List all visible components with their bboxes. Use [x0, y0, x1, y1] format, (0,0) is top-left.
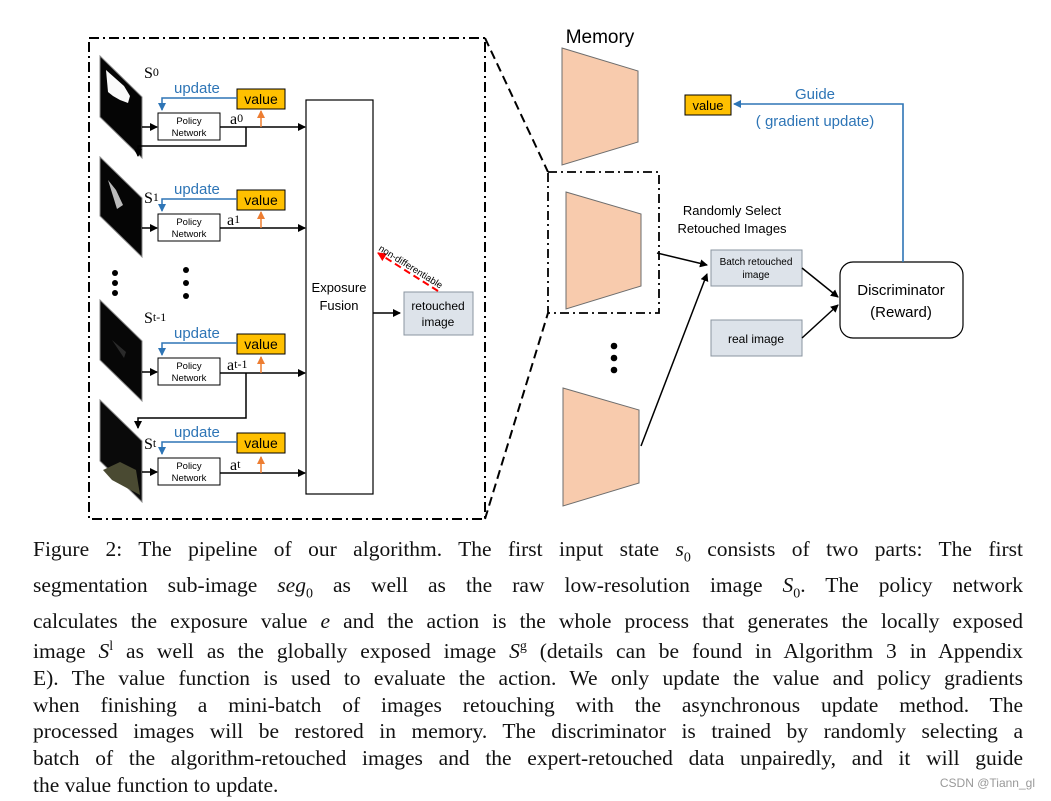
caption-line-4: image Sl as well as the globally exposed… [33, 639, 1023, 664]
discriminator-box [839, 261, 964, 339]
value-label: value [244, 91, 278, 107]
exposure-fusion-label: Exposure [312, 280, 367, 295]
value-label: value [244, 336, 278, 352]
svg-text:Network: Network [172, 128, 207, 139]
caption-line-6: when finishing a mini-batch of images re… [33, 692, 1023, 717]
state-label-0: S0 [144, 65, 159, 82]
watermark: CSDN @Tiann_gl [939, 776, 1035, 790]
non-differentiable-label: non-differentiable [376, 243, 444, 291]
update-label: update [174, 181, 220, 198]
guide-arrow [733, 100, 904, 262]
memory-ellipsis-dots [610, 342, 618, 374]
svg-text:real image: real image [728, 332, 784, 346]
value-box [236, 189, 286, 211]
memory-trapezoid-top [561, 47, 639, 166]
svg-text:Network: Network [172, 373, 207, 384]
caption-line-9: the value function to update. [33, 772, 279, 797]
svg-text:Batch retouched: Batch retouched [720, 257, 793, 268]
state-image-t [99, 398, 143, 504]
caption-line-5: E). The value function is used to evalua… [33, 666, 1023, 691]
update-label: update [174, 424, 220, 441]
svg-text:value: value [692, 98, 723, 113]
svg-text:Policy: Policy [176, 116, 202, 127]
value-box [236, 432, 286, 454]
caption-line-7: processed images will be restored in mem… [33, 719, 1023, 744]
policy-network [157, 213, 221, 242]
memory-title: Memory [566, 27, 635, 48]
svg-text:image: image [742, 270, 770, 281]
state-label-t: St [144, 436, 157, 453]
action-label: a1 [227, 212, 240, 229]
policy-block-1: update value Policy Network a1 [142, 181, 306, 242]
real-image-box [710, 319, 803, 357]
caption-line-8: batch of the algorithm-retouched images … [33, 745, 1023, 770]
agent-frame [88, 37, 486, 520]
svg-text:retouched: retouched [411, 299, 464, 313]
top-value-box [684, 94, 732, 116]
update-label: update [174, 325, 220, 342]
state-image-t-1 [99, 298, 143, 403]
svg-text:Fusion: Fusion [319, 298, 358, 313]
svg-text:Network: Network [172, 229, 207, 240]
policy-block-0: update value Policy Network a0 [134, 80, 306, 157]
non-differentiable-arrow [377, 252, 439, 292]
guide-label: Guide [795, 86, 835, 103]
state-image-0 [99, 54, 143, 160]
state-label-1: S1 [144, 190, 159, 207]
action-label: a0 [230, 111, 243, 128]
svg-text:Policy: Policy [176, 217, 202, 228]
policy-block-t: update value Policy Network at [142, 424, 306, 486]
exposure-fusion-box [305, 99, 374, 495]
value-box [236, 333, 286, 355]
randomly-select-label: Randomly Select [683, 203, 782, 218]
svg-text:Discriminator: Discriminator [857, 282, 945, 299]
memory-trapezoid-bottom [562, 387, 640, 507]
policy-network [157, 457, 221, 486]
svg-text:Network: Network [172, 473, 207, 484]
caption-line-2: segmentation sub-image seg0 as well as t… [33, 572, 1024, 602]
gradient-update-label: ( gradient update) [756, 113, 874, 130]
value-label: value [244, 435, 278, 451]
caption-line-1: Figure 2: The pipeline of our algorithm.… [33, 537, 1023, 566]
svg-text:Policy: Policy [176, 461, 202, 472]
state-label-t-1: St-1 [144, 310, 166, 327]
figure-caption: Figure 2: The pipeline of our algorithm.… [33, 536, 1023, 798]
update-label: update [174, 80, 220, 97]
svg-text:(Reward): (Reward) [870, 304, 932, 321]
svg-text:Policy: Policy [176, 361, 202, 372]
action-label: at [230, 457, 241, 474]
svg-text:image: image [422, 315, 455, 329]
batch-retouched-box [710, 249, 803, 287]
retouched-image-box [403, 291, 474, 336]
policy-network [157, 357, 221, 386]
action-label: at-1 [227, 357, 247, 374]
policy-block-t-1: update value Policy Network at-1 [134, 325, 306, 429]
ellipsis-dots [112, 267, 189, 299]
value-label: value [244, 192, 278, 208]
memory-trapezoid-mid [565, 191, 642, 310]
caption-line-3: calculates the exposure value e and the … [33, 608, 1023, 633]
state-image-1 [99, 155, 143, 259]
pipeline-diagram: S0 S1 St-1 St update value Policy Networ… [88, 27, 964, 520]
value-box [236, 88, 286, 110]
svg-text:Retouched Images: Retouched Images [677, 221, 787, 236]
memory-select-frame [547, 171, 660, 314]
